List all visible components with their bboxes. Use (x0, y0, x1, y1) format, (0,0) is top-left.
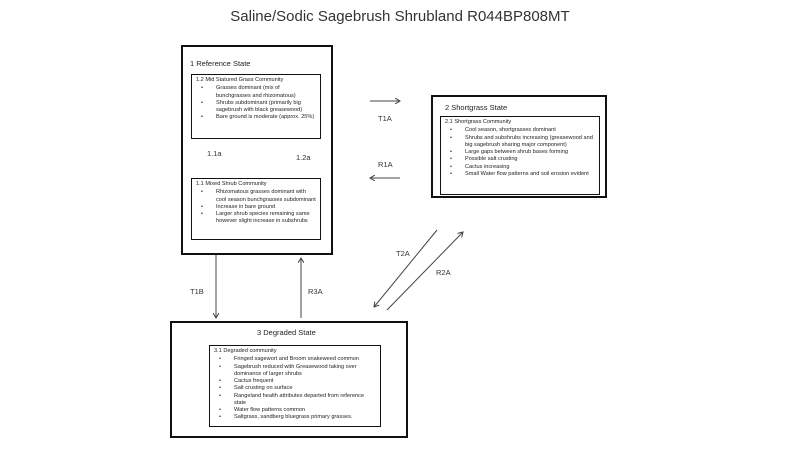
list-item: Large gaps between shrub bases forming (450, 149, 595, 157)
list-item: Larger shrub species remaining same howe… (201, 211, 316, 226)
list-item: Cactus increasing (450, 164, 595, 172)
transition-label-r2a: R2A (436, 268, 451, 277)
list-item: Shrubs subdominant (primarily big sagebr… (201, 100, 316, 115)
community-2-1-list: Cool season, shortgrasses dominant Shrub… (445, 127, 595, 178)
list-item: Shrubs and subshrubs increasing (greasew… (450, 135, 595, 150)
list-item: Possible salt crusting (450, 156, 595, 164)
community-2-1-title: 2.1 Shortgrass Community (445, 119, 512, 125)
degraded-state-box: 3 Degraded State 3.1 Degraded community … (170, 321, 408, 438)
arrow-t2a (374, 229, 438, 307)
list-item: Small Water flow patterns and soil erosi… (450, 171, 595, 179)
transition-label-t1a: T1A (378, 114, 392, 123)
list-item: Water flow patterns common (219, 407, 376, 415)
community-1-1-list: Rhizomatous grasses dominant with cool s… (196, 189, 316, 225)
list-item: Cactus frequent (219, 378, 376, 386)
transition-label-1-1a: 1.1a (207, 149, 222, 158)
community-1-1-box: 1.1 Mixed Shrub Community Rhizomatous gr… (191, 178, 321, 240)
community-1-2-box: 1.2 Mid Statured Grass Community Grasses… (191, 74, 321, 139)
transition-label-r1a: R1A (378, 160, 393, 169)
list-item: Saltgrass, sandberg bluegrass primary gr… (219, 414, 376, 422)
arrow-r2a (386, 232, 463, 311)
transition-label-r3a: R3A (308, 287, 323, 296)
degraded-state-label: 3 Degraded State (257, 328, 316, 337)
reference-state-label: 1 Reference State (190, 59, 251, 68)
list-item: Grasses dominant (mix of bunchgrasses an… (201, 85, 316, 100)
shortgrass-state-box: 2 Shortgrass State 2.1 Shortgrass Commun… (431, 95, 607, 198)
list-item: Cool season, shortgrasses dominant (450, 127, 595, 135)
list-item: Rangeland health attributes departed fro… (219, 393, 376, 408)
list-item: Rhizomatous grasses dominant with cool s… (201, 189, 316, 204)
list-item: Bare ground is moderate (approx. 25%) (201, 114, 316, 122)
list-item: Increase in bare ground (201, 204, 316, 212)
transition-label-t2a: T2A (396, 249, 410, 258)
community-1-2-title: 1.2 Mid Statured Grass Community (196, 77, 284, 83)
list-item: Fringed sagewort and Broom snakeweed com… (219, 356, 376, 364)
community-1-2-list: Grasses dominant (mix of bunchgrasses an… (196, 85, 316, 122)
shortgrass-state-label: 2 Shortgrass State (445, 103, 508, 112)
community-1-1-title: 1.1 Mixed Shrub Community (196, 181, 267, 187)
community-3-1-box: 3.1 Degraded community Fringed sagewort … (209, 345, 381, 427)
transition-label-t1b: T1B (190, 287, 204, 296)
reference-state-box: 1 Reference State 1.2 Mid Statured Grass… (181, 45, 333, 255)
list-item: Sagebrush reduced with Greasewood taking… (219, 364, 376, 379)
transition-label-1-2a: 1.2a (296, 153, 311, 162)
community-2-1-box: 2.1 Shortgrass Community Cool season, sh… (440, 116, 600, 195)
community-3-1-title: 3.1 Degraded community (214, 348, 277, 354)
list-item: Salt crusting on surface (219, 385, 376, 393)
diagram-title: Saline/Sodic Sagebrush Shrubland R044BP8… (230, 8, 570, 25)
community-3-1-list: Fringed sagewort and Broom snakeweed com… (214, 356, 376, 422)
